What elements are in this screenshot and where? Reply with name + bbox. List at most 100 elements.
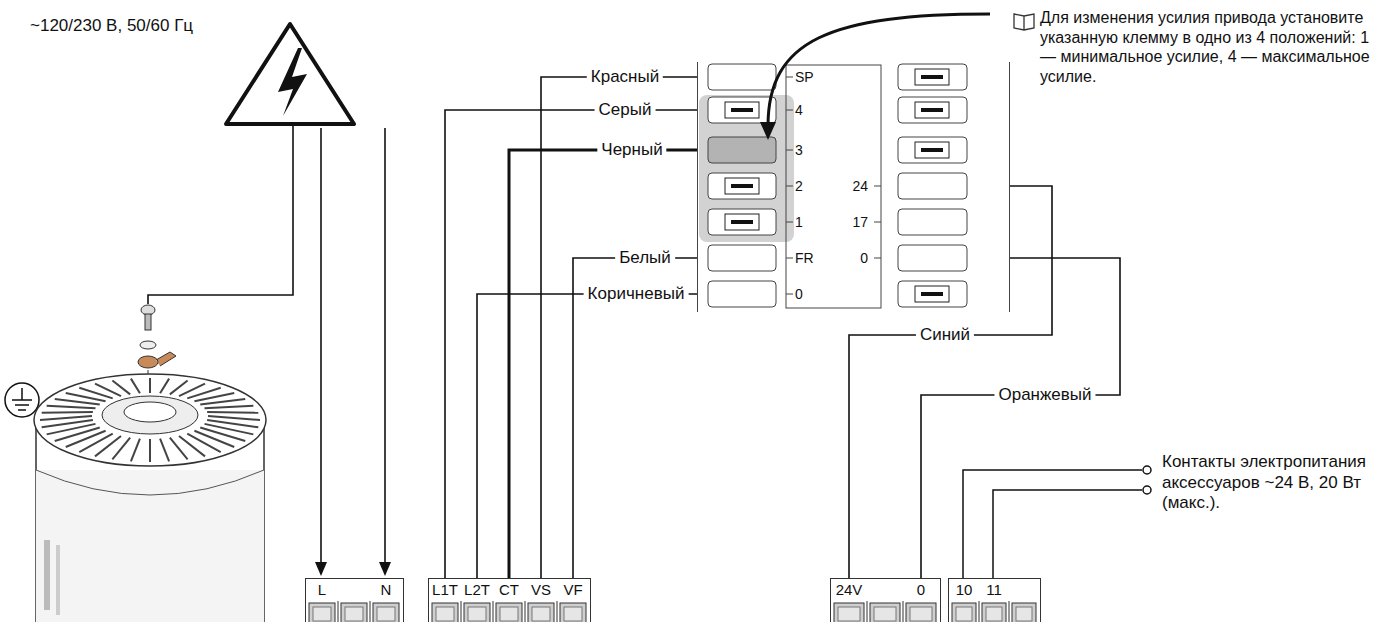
wire <box>849 186 1052 578</box>
wire-color-label: Синий <box>916 326 974 345</box>
tick <box>786 150 793 151</box>
terminal-slot <box>898 245 967 271</box>
fin <box>149 378 151 393</box>
terminal-label: FR <box>795 250 814 266</box>
cell-divider <box>338 601 339 622</box>
tick <box>786 186 793 187</box>
fin <box>200 428 245 442</box>
screw <box>952 603 976 622</box>
screw <box>496 603 522 622</box>
terminal-slot <box>898 137 967 163</box>
cell-divider <box>370 601 371 622</box>
cell-divider <box>525 601 526 622</box>
terminal-bar <box>731 184 753 188</box>
screw <box>432 603 458 622</box>
terminal-label: 3 <box>795 142 803 158</box>
screw-head <box>532 607 550 621</box>
wire-color-label: Белый <box>615 249 675 268</box>
screw-head <box>468 607 486 621</box>
terminal-bar <box>921 292 943 296</box>
tick <box>874 258 881 259</box>
fin <box>42 420 93 427</box>
tick <box>786 258 793 259</box>
triangle-outline <box>226 24 354 124</box>
note-text: Контакты электропитания аксессуаров ~24 … <box>1162 452 1374 514</box>
screw-head <box>436 607 454 621</box>
earth-circle <box>5 383 39 417</box>
accessory-wires <box>963 466 1151 578</box>
pin-label: 0 <box>903 581 939 598</box>
fin <box>47 406 96 408</box>
tick <box>874 186 881 187</box>
tick <box>786 77 793 78</box>
motor <box>34 374 266 622</box>
screw-head <box>956 607 972 621</box>
fin <box>205 424 254 434</box>
terminal-slot <box>708 173 776 199</box>
terminal-slot <box>708 64 776 90</box>
terminal-slot <box>708 245 776 271</box>
arrow-head <box>315 562 327 576</box>
terminal-clip <box>915 69 949 85</box>
wire-color-label: Красный <box>587 68 663 87</box>
terminal-label: 0 <box>795 286 803 302</box>
terminal-block: L1TL2TCTVSVF <box>428 578 591 622</box>
ring-lug <box>138 352 176 368</box>
wire <box>445 110 697 578</box>
screw-head <box>313 607 331 621</box>
terminal-bar <box>921 75 943 79</box>
terminal-label: SP <box>795 69 814 85</box>
pin-label: 11 <box>979 581 1009 598</box>
terminal-slot <box>898 173 967 199</box>
wire <box>477 294 697 578</box>
fin <box>40 416 92 420</box>
terminal-clip <box>725 178 759 194</box>
screw-head <box>874 607 896 621</box>
screw-head <box>500 607 518 621</box>
fin <box>194 431 234 447</box>
screw-head <box>838 607 860 621</box>
screw-head <box>377 607 395 621</box>
wire <box>993 490 1142 578</box>
terminal-clip <box>915 102 949 118</box>
terminal-slot <box>708 281 776 307</box>
fin <box>55 399 100 405</box>
tick <box>786 110 793 111</box>
fin <box>170 438 188 460</box>
terminal-bar <box>921 108 943 112</box>
contact-terminal <box>1143 486 1151 494</box>
fin <box>160 379 169 394</box>
pin-label: VF <box>557 581 589 598</box>
book-outline <box>1014 14 1034 30</box>
terminal-panel <box>786 65 881 308</box>
terminal-clip <box>915 286 949 302</box>
terminal-slot <box>898 97 967 123</box>
wire <box>963 470 1142 578</box>
earth-lines <box>12 388 32 410</box>
terminal-block: LN <box>305 578 404 622</box>
cell-divider <box>979 601 980 622</box>
terminal-bar <box>921 148 943 152</box>
screw-shank <box>145 314 151 330</box>
earth-symbol <box>5 383 39 417</box>
terminal-label: 24 <box>852 178 868 194</box>
screw-head <box>1016 607 1032 621</box>
wire-color-label: Коричневый <box>584 285 689 304</box>
fin <box>55 428 100 442</box>
screw <box>309 603 335 622</box>
cell-divider <box>493 601 494 622</box>
fin <box>66 431 106 447</box>
pin-label: CT <box>493 581 525 598</box>
pin-label: L1T <box>429 581 461 598</box>
terminal-clip <box>725 102 759 118</box>
tick <box>786 222 793 223</box>
screw <box>834 603 864 622</box>
screw <box>982 603 1006 622</box>
terminal-slot <box>708 137 776 163</box>
motor-top <box>34 374 266 466</box>
mains-wire <box>384 128 386 564</box>
terminal-block: 24V0 <box>830 578 941 622</box>
book-icon <box>1014 14 1034 30</box>
